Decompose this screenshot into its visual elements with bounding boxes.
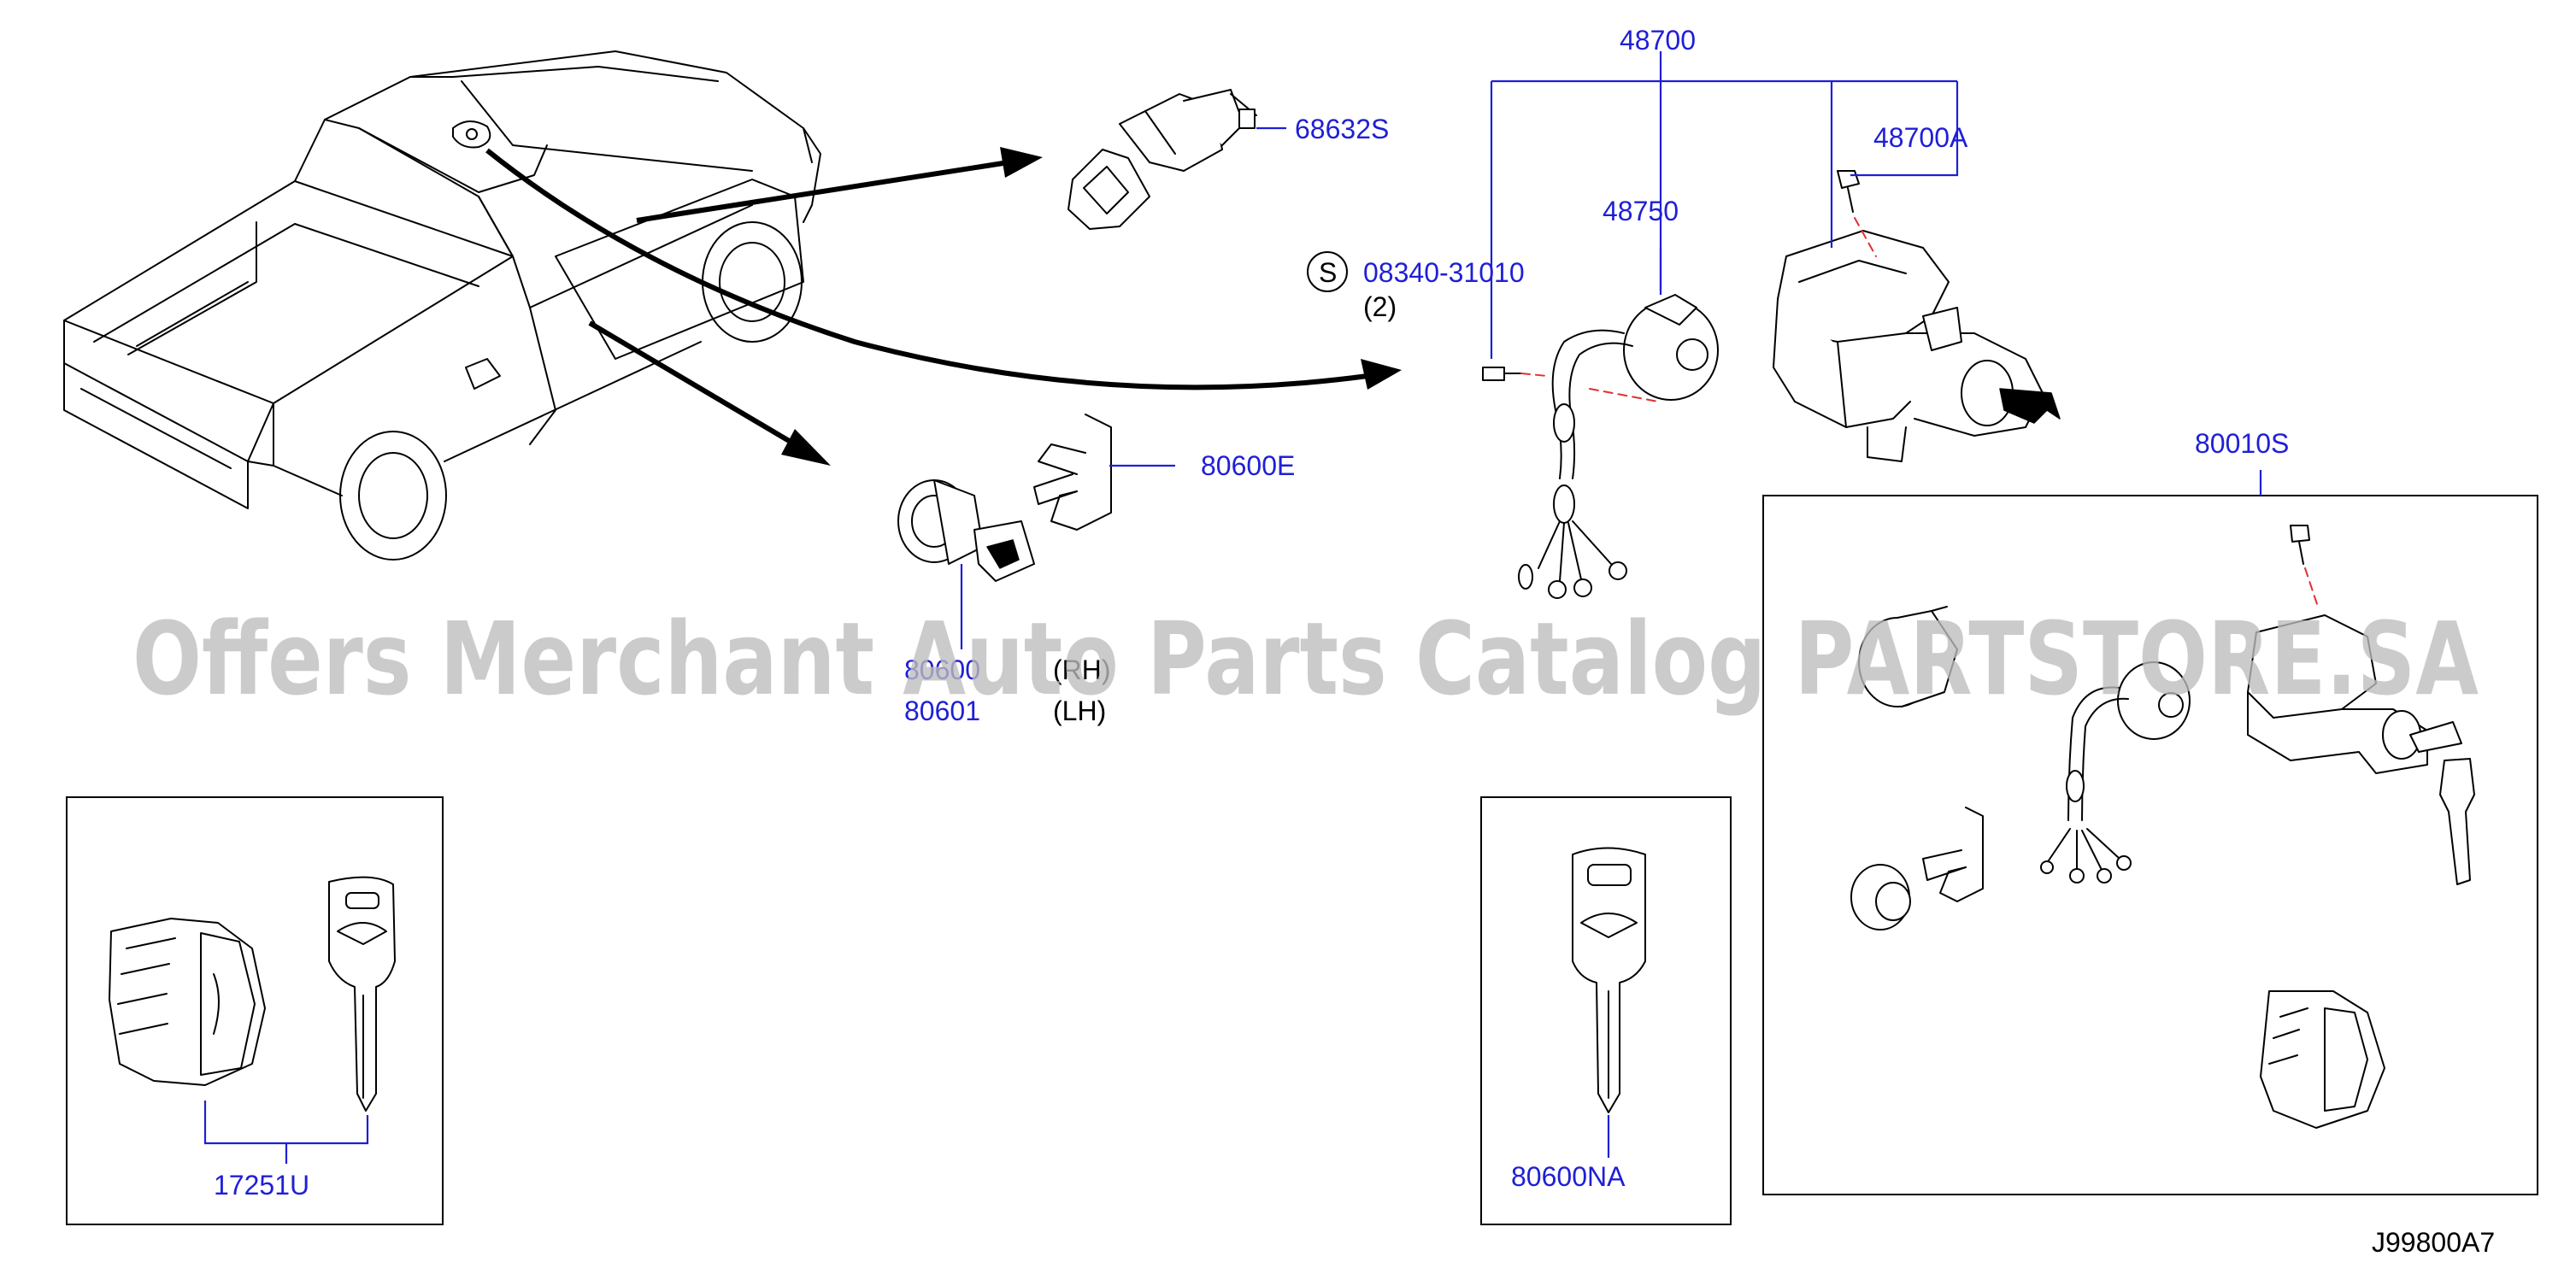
trunk-cylinder-drawing [1067,89,1257,230]
kit-80010S-box [1762,495,2538,1195]
blank-key-drawing [1572,847,1646,1113]
label-08340-31010: 08340-31010 [1363,257,1525,288]
cylinder-and-key-drawing [109,876,396,1112]
key-80600NA-box [1480,796,1732,1225]
ignition-switch-drawing [1482,294,1719,599]
s-symbol-circle [1307,251,1348,292]
label-80600NA: 80600NA [1511,1161,1626,1192]
pickup-truck-drawing [63,50,821,561]
label-lh: (LH) [1053,696,1106,726]
label-80010S: 80010S [2195,428,2289,459]
label-68632S: 68632S [1295,114,1389,144]
watermark-text: Offers Merchant Auto Parts Catalog PARTS… [132,600,2479,718]
label-80600: 80600 [904,655,980,685]
diagram-code: J99800A7 [2372,1227,2495,1258]
callout-arrows [485,147,1402,466]
label-48750: 48750 [1603,196,1679,226]
leader-lines [203,51,2262,1164]
label-quantity-2: (2) [1363,291,1397,322]
kit-17251U-box [66,796,444,1225]
label-48700A: 48700A [1873,122,1968,153]
door-lock-retainer-drawing [1033,414,1112,531]
label-17251U: 17251U [214,1170,309,1200]
label-48700: 48700 [1620,25,1696,56]
label-80600E: 80600E [1201,450,1295,481]
steering-lock-drawing [1773,170,2061,462]
kit-contents-drawing [1850,525,2475,1129]
label-rh: (RH) [1053,655,1111,685]
label-80601: 80601 [904,696,980,726]
s-symbol-letter: S [1319,257,1337,288]
door-lock-cylinder-drawing [897,479,1035,582]
